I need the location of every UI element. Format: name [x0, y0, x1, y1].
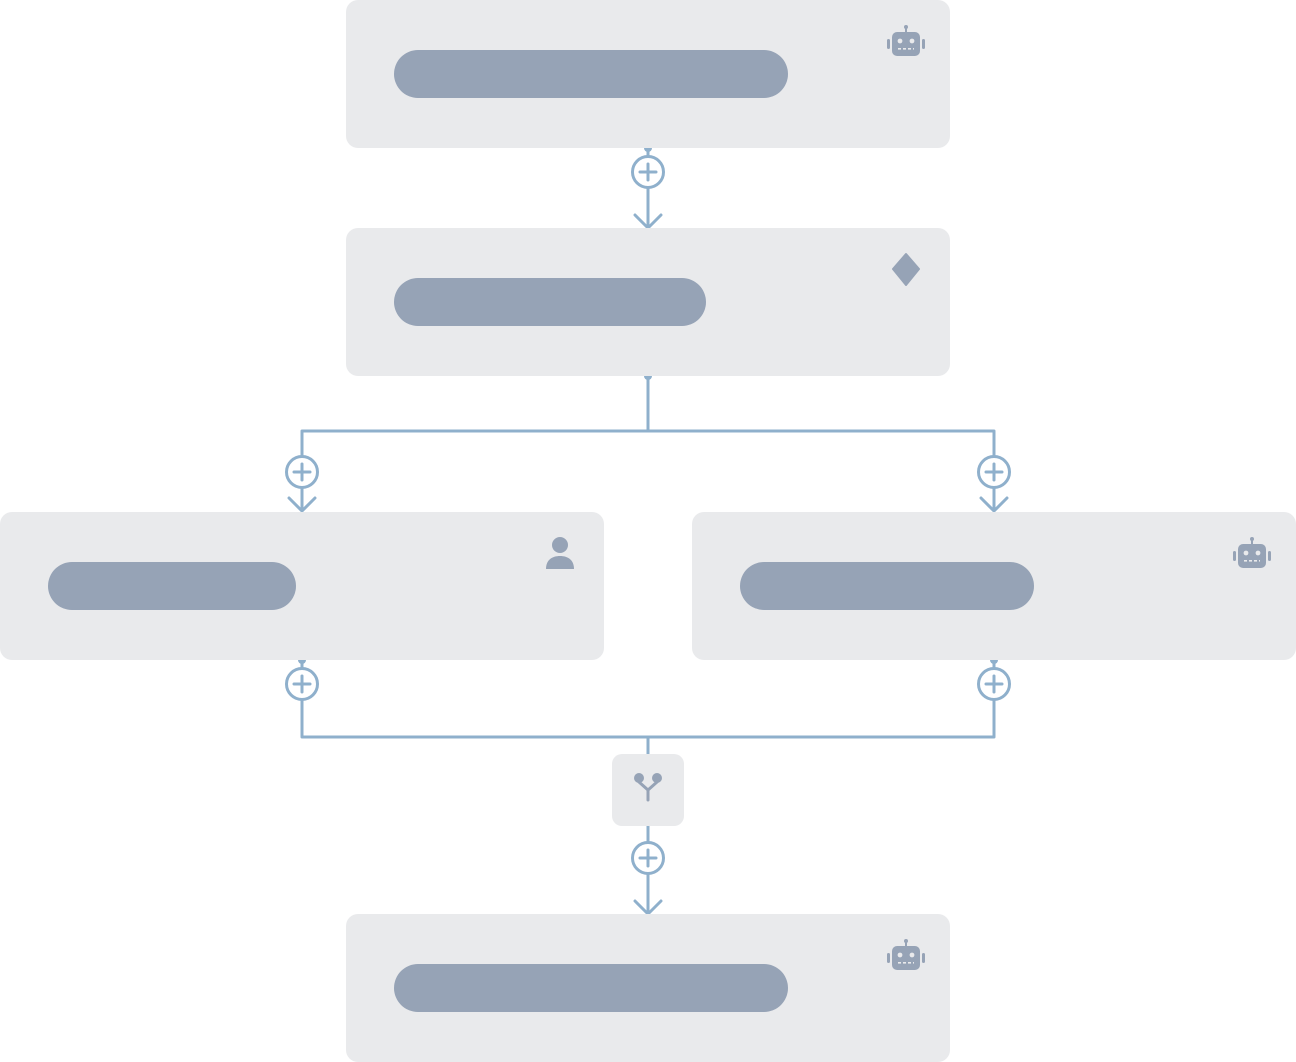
add-step-button[interactable] — [631, 155, 665, 189]
robot-icon — [884, 22, 928, 62]
workflow-node-human[interactable] — [0, 512, 604, 660]
join-branch-line — [300, 658, 996, 739]
node-label-placeholder — [48, 562, 296, 610]
workflow-node-automated[interactable] — [692, 512, 1296, 660]
add-step-button[interactable] — [631, 841, 665, 875]
arrow-head-node-4 — [979, 496, 1009, 513]
workflow-node-automated[interactable] — [346, 914, 950, 1062]
robot-icon — [1230, 534, 1274, 574]
workflow-node-automated[interactable] — [346, 0, 950, 148]
plus-icon — [285, 667, 319, 701]
plus-icon — [631, 155, 665, 189]
add-step-button[interactable] — [285, 455, 319, 489]
node-label-placeholder — [394, 278, 706, 326]
plus-icon — [285, 455, 319, 489]
arrow-head-node-5 — [633, 899, 663, 916]
add-step-button[interactable] — [977, 455, 1011, 489]
add-step-button[interactable] — [285, 667, 319, 701]
workflow-node-decision[interactable] — [346, 228, 950, 376]
add-step-button[interactable] — [977, 667, 1011, 701]
diamond-icon — [884, 250, 928, 290]
person-icon — [538, 534, 582, 574]
plus-icon — [977, 667, 1011, 701]
split-branch-line — [300, 429, 996, 512]
merge-node[interactable] — [612, 754, 684, 826]
arrow-head-node-2 — [633, 213, 663, 230]
merge-icon — [633, 771, 663, 810]
plus-icon — [631, 841, 665, 875]
node-label-placeholder — [394, 50, 788, 98]
node-label-placeholder — [394, 964, 788, 1012]
node-label-placeholder — [740, 562, 1034, 610]
plus-icon — [977, 455, 1011, 489]
robot-icon — [884, 936, 928, 976]
arrow-head-node-3 — [287, 496, 317, 513]
